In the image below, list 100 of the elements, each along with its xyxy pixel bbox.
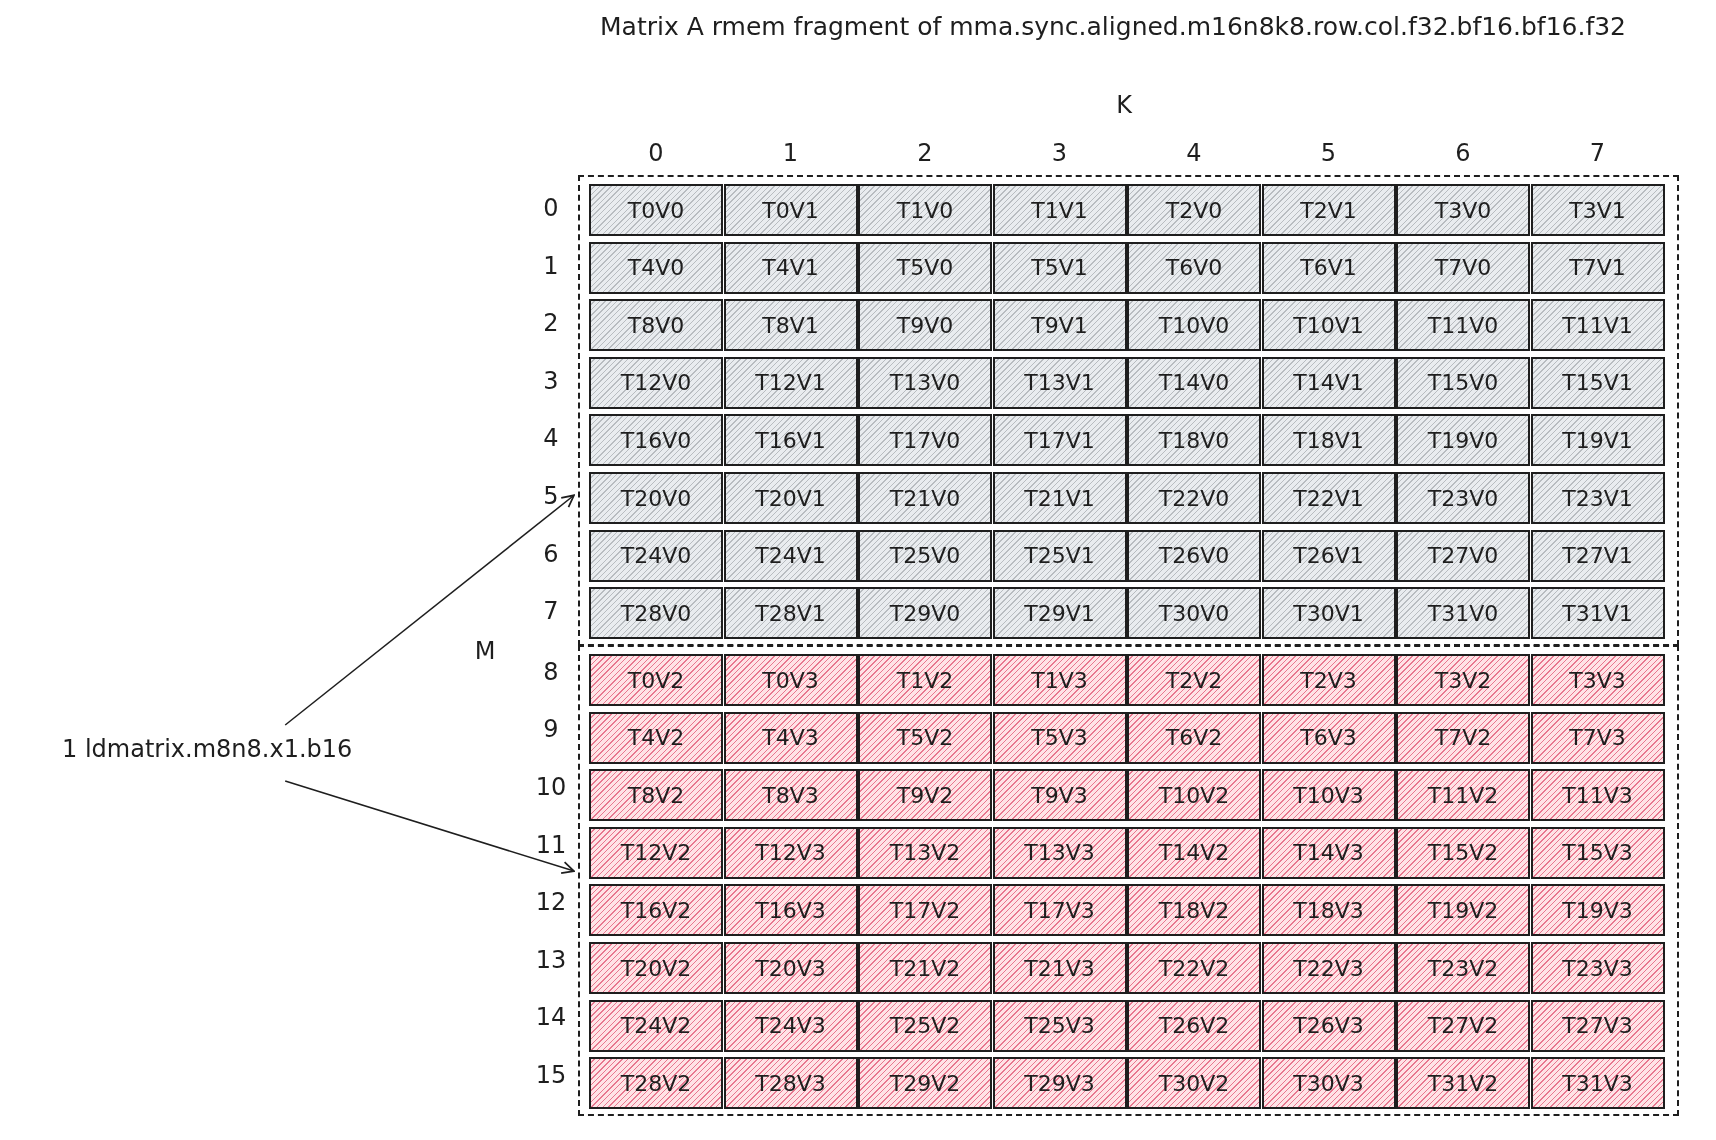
column-index: 6 (1455, 139, 1471, 167)
register-cell (858, 654, 992, 706)
column-index: 1 (782, 139, 799, 167)
cell-text: T20V2 (620, 955, 692, 981)
register-cell (589, 356, 723, 409)
register-cell (1396, 529, 1530, 582)
row-index: 12 (535, 888, 567, 917)
column-index: 4 (1186, 139, 1202, 167)
cell-text: T18V0 (1158, 427, 1230, 453)
register-cell (1530, 587, 1665, 640)
row-index: 1 (543, 251, 559, 280)
cell-text: T30V1 (1293, 600, 1364, 626)
column-index: 2 (917, 139, 933, 167)
cell-text: T2V0 (1165, 197, 1223, 223)
row-index: 6 (543, 539, 559, 568)
dashed-group-box (578, 175, 1679, 646)
cell-text: T19V2 (1427, 897, 1499, 923)
cell-text: T8V3 (762, 782, 819, 808)
register-cell (858, 529, 992, 582)
cell-text: T25V0 (889, 543, 961, 569)
register-cell (589, 184, 723, 236)
cell-text: T18V2 (1158, 897, 1230, 923)
register-cell (589, 999, 723, 1052)
cell-text: T26V0 (1158, 543, 1230, 569)
row-index: 8 (543, 657, 559, 686)
cell-text: T16V1 (755, 427, 826, 453)
register-cell (1396, 299, 1530, 352)
cell-text: T13V0 (889, 370, 961, 396)
cell-text: T28V3 (755, 1070, 826, 1096)
cell-text: T31V1 (1562, 600, 1633, 626)
register-cell (1127, 587, 1261, 640)
cell-text: T15V3 (1562, 840, 1633, 866)
cell-text: T20V3 (755, 955, 826, 981)
register-cell (1530, 826, 1665, 879)
register-cell (1396, 769, 1530, 822)
cell-text: T13V2 (889, 840, 961, 866)
register-cell (992, 184, 1127, 236)
register-cell (992, 1057, 1127, 1110)
cell-text: T1V0 (896, 197, 954, 223)
register-cell (1530, 769, 1665, 822)
cell-text: T15V0 (1427, 370, 1499, 396)
cell-text: T20V0 (620, 485, 692, 511)
cell-text: T22V3 (1293, 955, 1364, 981)
register-cell (1530, 241, 1665, 294)
cell-text: T21V2 (889, 955, 961, 981)
cell-text: T5V1 (1031, 255, 1088, 281)
register-cell (1530, 356, 1665, 409)
register-cell (1261, 184, 1396, 236)
cell-text: T11V1 (1562, 312, 1633, 338)
cell-text: T24V3 (755, 1013, 826, 1039)
register-cell (589, 587, 723, 640)
cell-text: T27V0 (1427, 543, 1499, 569)
register-cell (1261, 241, 1396, 294)
cell-text: T26V3 (1293, 1013, 1364, 1039)
arrow (284, 494, 575, 726)
register-cell (858, 356, 992, 409)
row-index: 14 (535, 1003, 567, 1032)
cell-text: T14V3 (1293, 840, 1364, 866)
cell-text: T8V2 (627, 782, 685, 808)
cell-text: T31V2 (1427, 1070, 1499, 1096)
register-cell (1261, 529, 1396, 582)
cell-text: T29V0 (889, 600, 961, 626)
cell-text: T2V1 (1300, 197, 1357, 223)
cell-text: T2V2 (1165, 667, 1223, 693)
register-cell (723, 184, 858, 236)
register-cell (1127, 826, 1261, 879)
cell-text: T21V0 (889, 485, 961, 511)
cell-text: T9V3 (1031, 782, 1088, 808)
register-cell (1396, 472, 1530, 524)
cell-text: T22V2 (1158, 955, 1230, 981)
register-cell (723, 529, 858, 582)
cell-text: T23V1 (1562, 485, 1633, 511)
cell-text: T7V1 (1569, 255, 1626, 281)
register-cell (1127, 654, 1261, 706)
register-cell (1127, 472, 1261, 524)
register-cell (723, 587, 858, 640)
register-cell (1530, 414, 1665, 467)
cell-text: T12V2 (620, 840, 692, 866)
cell-text: T22V0 (1158, 485, 1230, 511)
register-cell (1530, 999, 1665, 1052)
register-cell (1127, 299, 1261, 352)
register-cell (858, 769, 992, 822)
row-index: 11 (535, 830, 567, 859)
register-cell (992, 654, 1127, 706)
register-cell (1396, 184, 1530, 236)
cell-text: T28V2 (620, 1070, 692, 1096)
register-cell (858, 826, 992, 879)
cell-text: T14V2 (1158, 840, 1230, 866)
register-cell (1530, 884, 1665, 937)
cell-text: T3V0 (1434, 197, 1492, 223)
cell-text: T11V2 (1427, 782, 1499, 808)
register-cell (858, 999, 992, 1052)
register-cell (992, 414, 1127, 467)
cell-text: T10V0 (1158, 312, 1230, 338)
cell-text: T18V1 (1293, 427, 1364, 453)
register-cell (723, 999, 858, 1052)
cell-text: T17V0 (889, 427, 961, 453)
cell-text: T28V1 (755, 600, 826, 626)
register-cell (1127, 884, 1261, 937)
register-cell (589, 826, 723, 879)
